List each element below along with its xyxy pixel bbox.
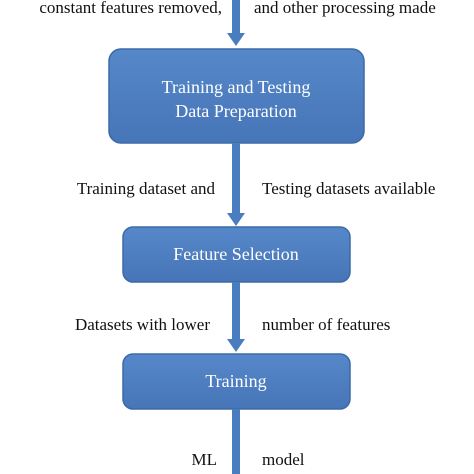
- top-label-left: constant features removed,: [39, 0, 222, 17]
- arrow-prep-to-selection: [227, 143, 245, 226]
- box-data-preparation-line1: Training and Testing: [162, 77, 311, 97]
- connector-label-right-3: model: [262, 450, 305, 469]
- top-label-right: and other processing made: [254, 0, 436, 17]
- arrow-training-out: [232, 409, 240, 474]
- connector-label-left-1: Training dataset and: [77, 179, 216, 198]
- box-data-preparation: Training and Testing Data Preparation: [108, 48, 365, 144]
- box-feature-selection-label: Feature Selection: [173, 244, 298, 264]
- connector-label-right-2: number of features: [262, 315, 390, 334]
- box-feature-selection: Feature Selection: [122, 226, 351, 283]
- connector-label-left-3: ML: [192, 450, 218, 469]
- connector-label-right-1: Testing datasets available: [262, 179, 435, 198]
- box-training: Training: [122, 353, 351, 410]
- box-data-preparation-line2: Data Preparation: [175, 101, 296, 121]
- connector-label-left-2: Datasets with lower: [75, 315, 210, 334]
- arrow-selection-to-training: [227, 282, 245, 352]
- arrow-top-in: [227, 0, 245, 46]
- box-training-label: Training: [205, 371, 266, 391]
